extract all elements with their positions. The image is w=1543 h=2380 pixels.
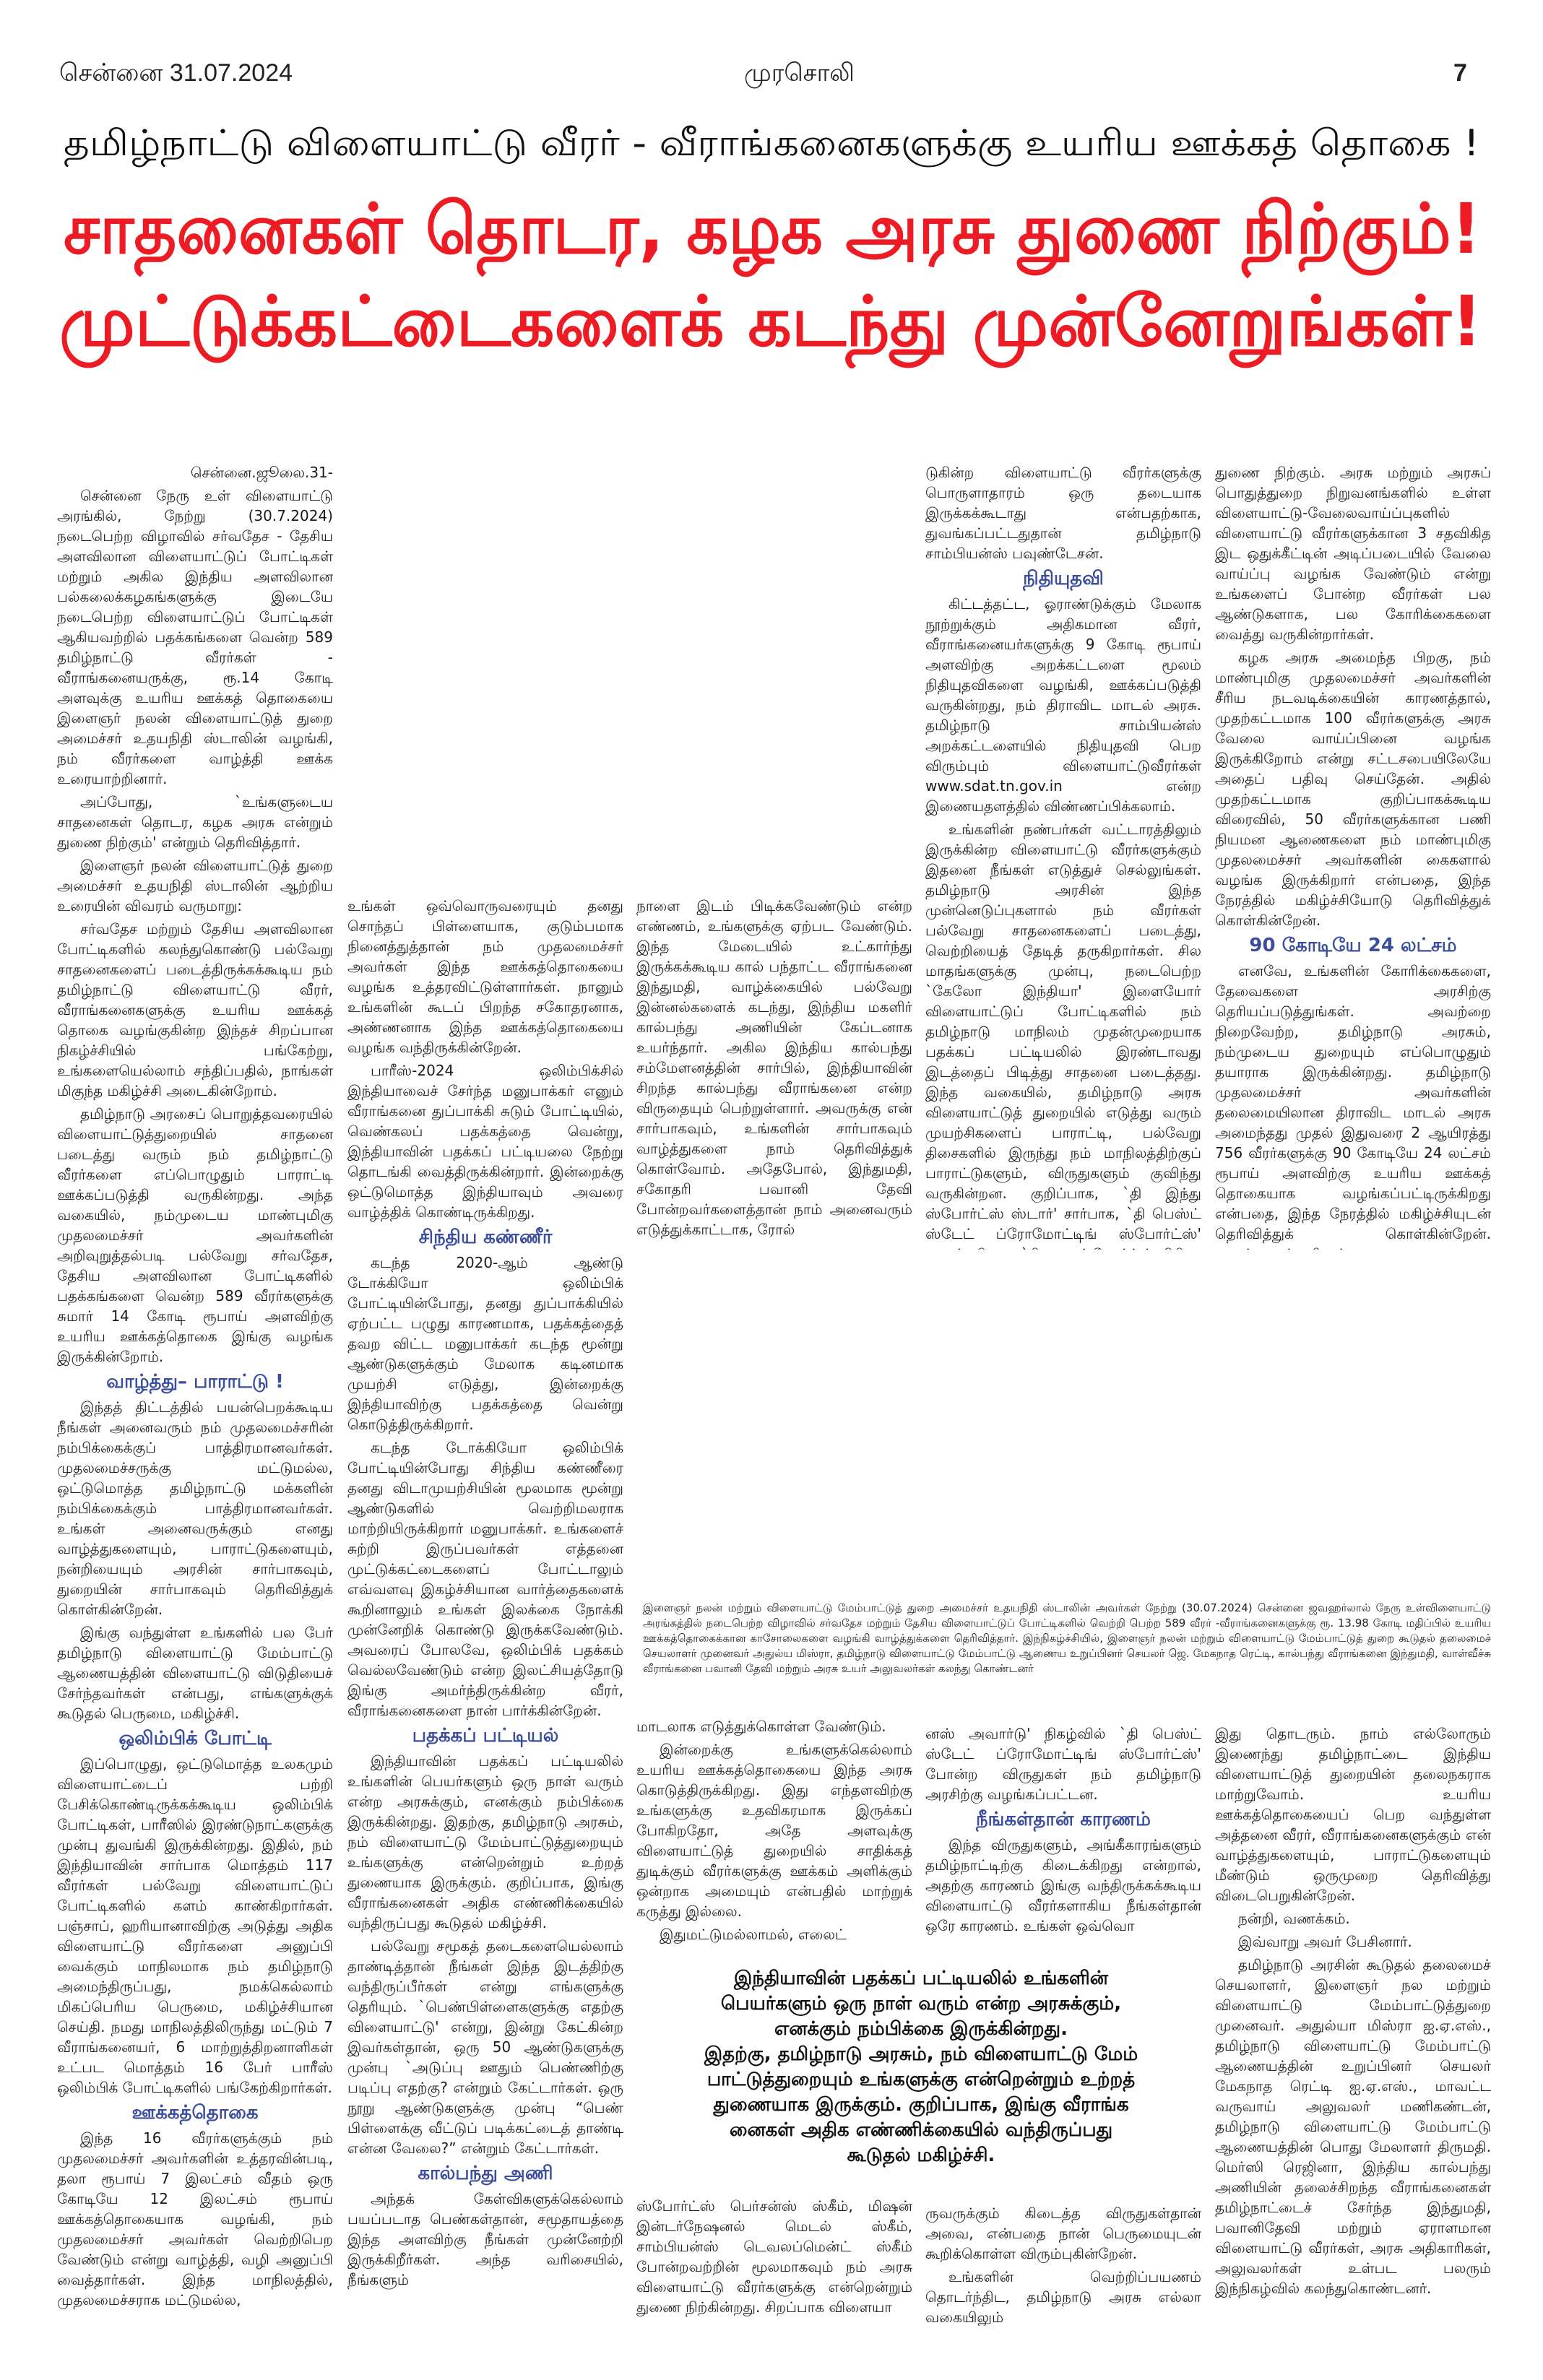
section-subheading: நிதியுதவி	[1023, 568, 1104, 589]
paragraph: அந்தக் கேள்விகளுக்கெல்லாம் பயப்படாத பெண்…	[347, 2190, 623, 2288]
paragraph: நன்றி, வணக்கம்.	[1238, 1910, 1350, 1927]
paragraph: உங்கள் ஒவ்வொருவரையும் தனது சொந்தப் பிள்ள…	[347, 897, 623, 1056]
section-subheading: ஊக்கத்தொகை	[131, 2102, 259, 2124]
paragraph: பல்வேறு சமூகத் தடைகளையெல்லாம் தாண்டித்தா…	[347, 1937, 623, 2157]
article-column-2: உங்கள் ஒவ்வொருவரையும் தனது சொந்தப் பிள்ள…	[347, 896, 623, 2326]
pull-quote-line: கூடுதல் மகிழ்ச்சி.	[847, 2145, 995, 2166]
photo-top	[347, 462, 912, 885]
paragraph: இந்த விருதுகளும், அங்கீகாரங்களும் தமிழ்ந…	[925, 1836, 1201, 1934]
article-column-1: சென்னை.ஜூலை.31- சென்னை நேரு உள் விளையாட்ட…	[57, 462, 333, 2326]
dateline: சென்னை.ஜூலை.31-	[190, 464, 333, 481]
pull-quote-line: பெயர்களும் ஒரு நாள் வரும் என்ற அரசுக்கும…	[720, 1993, 1122, 2015]
pull-quote-line: பாட்டுத்துறையும் உங்களுக்கு என்றென்றும் …	[706, 2069, 1136, 2090]
paragraph: இந்தியாவின் பதக்கப் பட்டியலில் உங்களின் …	[347, 1752, 623, 1931]
paragraph: இந்த 16 வீரர்களுக்கும் நம் முதலமைச்சர் அ…	[57, 2129, 333, 2308]
paragraph: கடந்த டோக்கியோ ஒலிம்பிக் போட்டியின்போது …	[347, 1439, 623, 1719]
paragraph: டுகின்ற விளையாட்டு வீரர்களுக்கு பொருளாதா…	[925, 464, 1201, 562]
paragraph: மாடலாக எடுத்துக்கொள்ள வேண்டும்.	[636, 1718, 886, 1735]
page-number: 7	[1453, 59, 1467, 87]
pull-quote-line: இதற்கு, தமிழ்நாடு அரசும், நம் விளையாட்டு…	[704, 2043, 1138, 2065]
paragraph: தமிழ்நாடு அரசைப் பொறுத்தவரையில் விளையாட்…	[57, 1105, 333, 1365]
masthead: முரசொலி	[744, 59, 855, 87]
paragraph: அப்போது, `உங்களுடைய சாதனைகள் தொடர, கழக அ…	[57, 793, 333, 851]
paragraph: இப்பொழுது, ஒட்டுமொத்த உலகமும் விளையாட்டை…	[57, 1755, 333, 2096]
paragraph: நாளை இடம் பிடிக்கவேண்டும் என்ற எண்ணம், உ…	[636, 897, 912, 1238]
headline-main-line1: சாதனைகள் தொடர, கழக அரசு துணை நிற்கும்!	[64, 189, 1481, 279]
paragraph: இளைஞர் நலன் விளையாட்டுத் துறை அமைச்சர் உ…	[57, 857, 333, 914]
paragraph: சென்னை நேரு உள் விளையாட்டு அரங்கில், நேற…	[57, 487, 333, 787]
section-subheading: நீங்கள்தான் காரணம்	[976, 1809, 1151, 1830]
article-column-5-bottom: இது தொடரும். நாம் எல்லோரும் இணைந்து தமிழ…	[1215, 1723, 1491, 2323]
paragraph: இவ்வாறு அவர் பேசினார்.	[1238, 1933, 1412, 1950]
paragraph: னஸ் அவார்டு' நிகழ்வில் `தி பெஸ்ட் ஸ்டேட்…	[925, 1725, 1201, 1803]
issue-date: சென்னை 31.07.2024	[59, 59, 293, 87]
article-column-4-top: டுகின்ற விளையாட்டு வீரர்களுக்கு பொருளாதா…	[925, 462, 1201, 1250]
article-column-3-bottom: ஸ்போர்ட்ஸ் பெர்சன்ஸ் ஸ்கீம், மிஷன் இன்டர…	[636, 2196, 912, 2322]
headline-main-line2: முட்டுக்கட்டைகளைக் கடந்து முன்னேறுங்கள்!	[59, 281, 1482, 368]
paragraph: சர்வதேச மற்றும் தேசிய அளவிலான போட்டிகளில…	[57, 920, 333, 1099]
paragraph: ருவருக்கும் கிடைத்த விருதுகள்தான் அவை, எ…	[925, 2204, 1201, 2262]
paragraph: இது தொடரும். நாம் எல்லோரும் இணைந்து தமிழ…	[1215, 1725, 1491, 1904]
paragraph: பாரீஸ்-2024 ஒலிம்பிக்சில் இந்தியாவைச் சே…	[347, 1062, 623, 1221]
paragraph: ஸ்போர்ட்ஸ் பெர்சன்ஸ் ஸ்கீம், மிஷன் இன்டர…	[636, 2197, 912, 2316]
pull-quote-line: னைகள் அதிக எண்ணிக்கையில் வந்திருப்பது	[729, 2119, 1113, 2141]
headline-kicker: தமிழ்நாட்டு விளையாட்டு வீரர் - வீராங்கனை…	[64, 122, 1479, 168]
photo-caption: இளைஞர் நலன் மற்றும் விளையாட்டு மேம்பாட்ட…	[643, 1601, 1491, 1675]
pull-quote: இந்தியாவின் பதக்கப் பட்டியலில் உங்களின் ப…	[643, 1966, 1199, 2168]
pull-quote-line: துணையாக இருக்கும். குறிப்பாக, இங்கு வீரா…	[713, 2094, 1129, 2116]
pull-quote-line: எனக்கும் நம்பிக்கை இருக்கின்றது.	[774, 2018, 1068, 2040]
paragraph: இந்தத் திட்டத்தில் பயன்பெறக்கூடிய நீங்கள…	[57, 1398, 333, 1618]
section-subheading: ஒலிம்பிக் போட்டி	[118, 1728, 272, 1749]
paragraph: இதுமட்டுமல்லாமல், எலைட்	[660, 1926, 847, 1943]
section-subheading: 90 கோடியே 24 லட்சம்	[1249, 935, 1457, 956]
pull-quote-line: இந்தியாவின் பதக்கப் பட்டியலில் உங்களின்	[733, 1968, 1109, 1989]
event-photo	[636, 1253, 1491, 1593]
paragraph: துணை நிற்கும். அரசு மற்றும் அரசுப் பொதுத…	[1215, 464, 1491, 643]
paragraph: கிட்டத்தட்ட, ஓராண்டுக்கும் மேலாக நூற்றுக…	[925, 595, 1201, 815]
section-subheading: பதக்கப் பட்டியல்	[412, 1725, 559, 1747]
paragraph: இன்றைக்கு உங்களுக்கெல்லாம் உயரிய ஊக்கத்த…	[636, 1741, 912, 1920]
paragraph: எனவே, உங்களின் கோரிக்கைகளை, தேவைகளை அரசி…	[1215, 962, 1491, 1250]
article-column-3-mid: மாடலாக எடுத்துக்கொள்ள வேண்டும். இன்றைக்கு…	[636, 1716, 912, 1946]
paragraph: தமிழ்நாடு அரசின் கூடுதல் தலைமைச் செயலாளர…	[1215, 1956, 1491, 2297]
paragraph: உங்களின் நண்பர்கள் வட்டாரத்திலும் இருக்க…	[925, 821, 1201, 1250]
section-subheading: கால்பந்து அணி	[418, 2163, 553, 2184]
article-column-5-top: துணை நிற்கும். அரசு மற்றும் அரசுப் பொதுத…	[1215, 462, 1491, 1250]
section-subheading: சிந்திய கண்ணீர்	[418, 1226, 553, 1248]
paragraph: கழக அரசு அமைந்த பிறகு, நம் மாண்புமிகு மு…	[1215, 649, 1491, 929]
article-column-4-bottom: ருவருக்கும் கிடைத்த விருதுகள்தான் அவை, எ…	[925, 2203, 1201, 2326]
article-column-4-mid: னஸ் அவார்டு' நிகழ்வில் `தி பெஸ்ட் ஸ்டேட்…	[925, 1723, 1201, 1947]
paragraph: உங்களின் வெற்றிப்பயணம் தொடர்ந்திட, தமிழ்…	[925, 2268, 1201, 2326]
paragraph: கடந்த 2020-ஆம் ஆண்டு டோக்கியோ ஒலிம்பிக் …	[347, 1254, 623, 1433]
article-column-3-top: நாளை இடம் பிடிக்கவேண்டும் என்ற எண்ணம், உ…	[636, 896, 912, 1246]
paragraph: இங்கு வந்துள்ள உங்களில் பல பேர் தமிழ்நாட…	[57, 1624, 333, 1722]
headline-block: தமிழ்நாட்டு விளையாட்டு வீரர் - வீராங்கனை…	[59, 122, 1482, 368]
section-subheading: வாழ்த்து– பாராட்டு !	[106, 1371, 284, 1393]
